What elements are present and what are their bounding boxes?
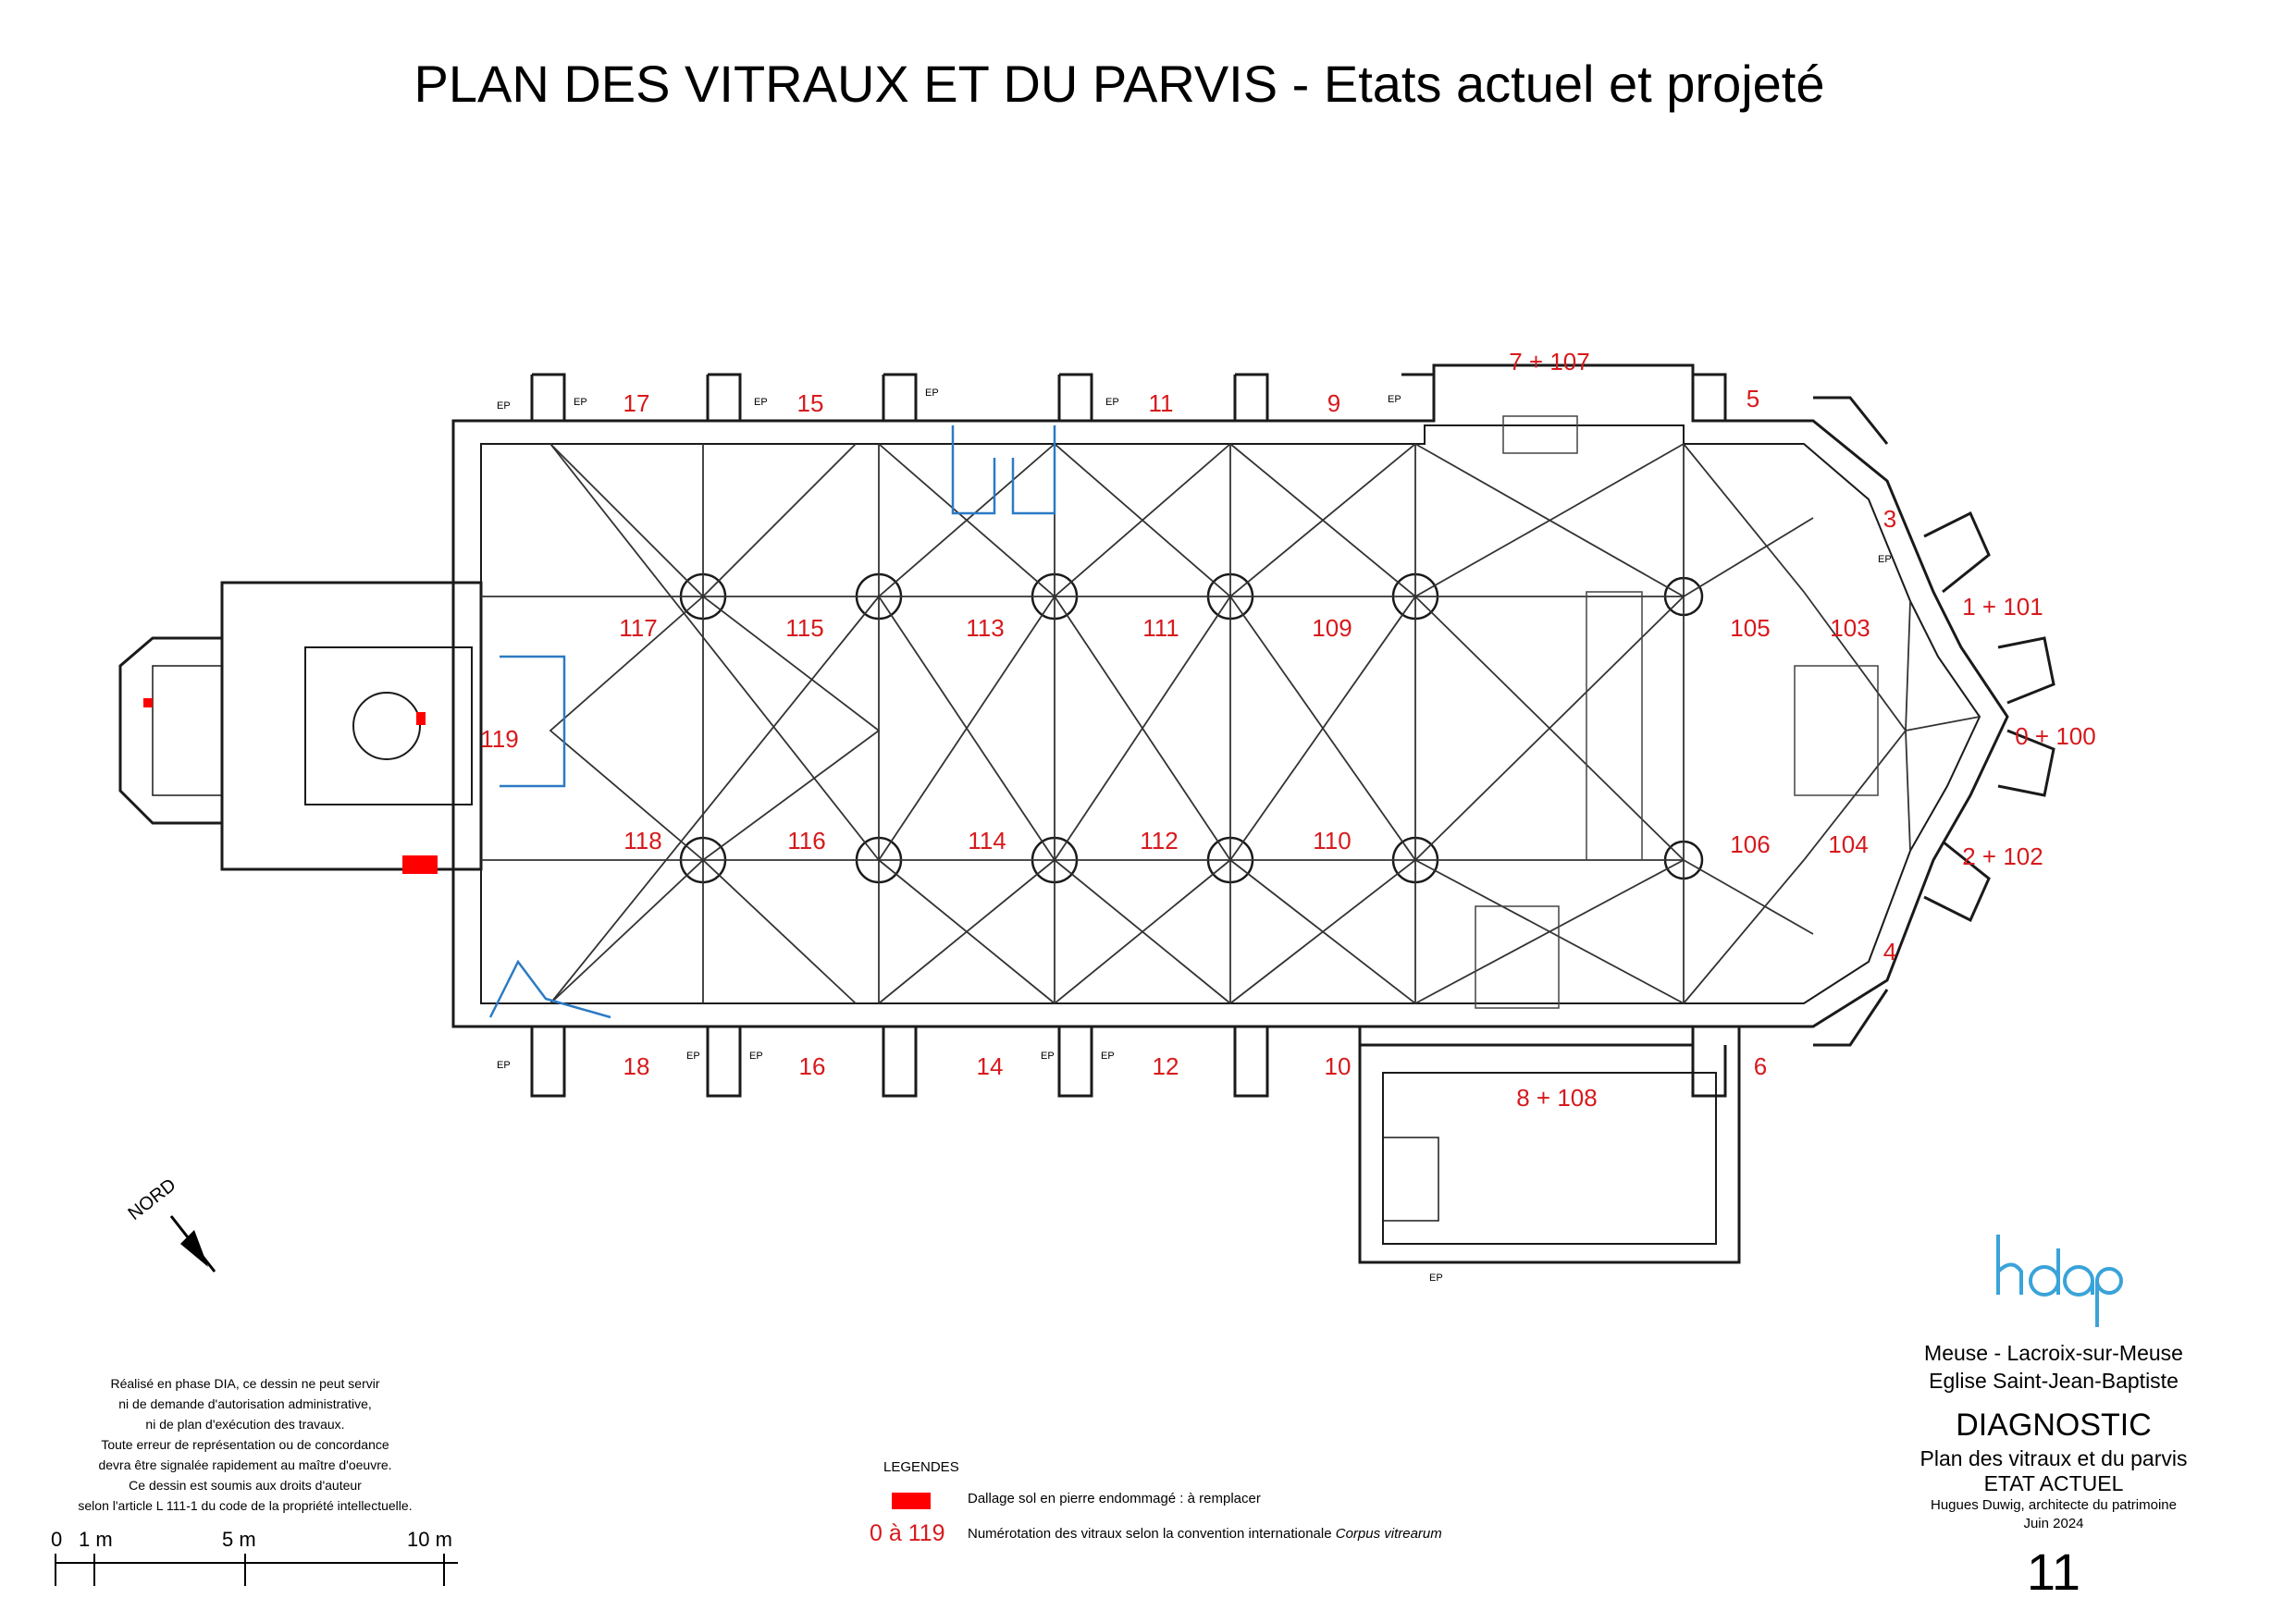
ep-marker: EP — [1429, 1273, 1443, 1284]
author: Hugues Duwig, architecte du patrimoine — [1931, 1497, 2177, 1513]
sacristy-wall — [1358, 1025, 1741, 1264]
window-number: 109 — [1312, 614, 1352, 642]
window-number: 1 + 101 — [1962, 593, 2043, 621]
ep-marker: EP — [1105, 397, 1119, 408]
tower-oculus — [352, 692, 421, 760]
window-number: 8 + 108 — [1516, 1084, 1597, 1112]
window-number: 7 + 107 — [1509, 348, 1589, 375]
window-number: 16 — [799, 1052, 826, 1080]
ep-marker: EP — [1101, 1051, 1115, 1062]
ep-marker: EP — [925, 387, 939, 399]
svg-text:10 m: 10 m — [407, 1528, 452, 1551]
window-number: 116 — [787, 827, 825, 855]
window-number: 106 — [1730, 830, 1770, 858]
ep-marker: EP — [749, 1051, 763, 1062]
window-number: 104 — [1828, 830, 1868, 858]
disclaimer: Réalisé en phase DIA, ce dessin ne peut … — [78, 1376, 413, 1513]
porch-paving — [152, 665, 223, 796]
drawing-state: ETAT ACTUEL — [1983, 1471, 2124, 1495]
window-number: 110 — [1313, 827, 1351, 855]
ep-marker: EP — [754, 397, 768, 408]
nave-inner-wall — [480, 424, 1981, 1004]
svg-text:0: 0 — [51, 1528, 62, 1551]
window-number: 14 — [977, 1052, 1004, 1080]
drawing-subtitle: Plan des vitraux et du parvis — [1920, 1446, 2188, 1470]
legend-damaged-paving: Dallage sol en pierre endommagé : à remp… — [968, 1491, 1261, 1506]
damaged-paving-tower — [416, 712, 426, 725]
sacristy-stair — [1382, 1137, 1439, 1222]
porch-wall — [118, 636, 222, 825]
window-number: 2 + 102 — [1962, 842, 2043, 870]
window-number: 119 — [480, 725, 518, 753]
legend-numbering: Numérotation des vitraux selon la conven… — [968, 1526, 1442, 1542]
window-number: 11 — [1149, 389, 1174, 417]
department: Meuse - Lacroix-sur-Meuse — [1924, 1341, 2183, 1365]
window-number: 18 — [623, 1052, 650, 1080]
damaged-paving-porch — [143, 698, 153, 707]
window-number: 6 — [1754, 1052, 1767, 1080]
window-number: 118 — [623, 827, 661, 855]
tower-wall — [220, 581, 483, 871]
date: Juin 2024 — [2023, 1516, 2084, 1531]
ep-marker: EP — [1388, 394, 1401, 405]
legend-damaged-swatch — [892, 1493, 931, 1509]
svg-text:1 m: 1 m — [79, 1528, 113, 1551]
ep-marker: EP — [1041, 1051, 1055, 1062]
ep-marker: EP — [574, 397, 587, 408]
window-number: 4 — [1883, 938, 1896, 965]
window-number: 0 + 100 — [2015, 722, 2095, 750]
legend-title: LEGENDES — [883, 1459, 959, 1475]
window-number: 5 — [1747, 385, 1759, 412]
window-number: 17 — [623, 389, 650, 417]
window-number: 111 — [1142, 614, 1179, 642]
ep-marker: EP — [686, 1051, 700, 1062]
page-title: PLAN DES VITRAUX ET DU PARVIS - Etats ac… — [414, 55, 1825, 113]
tower-inner — [304, 646, 473, 805]
window-number: 3 — [1883, 505, 1896, 533]
ep-marker: EP — [497, 1060, 511, 1071]
page-number: 11 — [2026, 1543, 2081, 1601]
window-number: 112 — [1140, 827, 1178, 855]
north-arrow: NORD — [125, 1174, 216, 1273]
phase: DIAGNOSTIC — [1956, 1408, 2152, 1443]
window-number: 15 — [797, 389, 824, 417]
window-number: 117 — [619, 614, 657, 642]
damaged-paving-stair — [402, 855, 438, 874]
window-number: 12 — [1153, 1052, 1179, 1080]
title-block: Meuse - Lacroix-sur-Meuse Eglise Saint-J… — [1869, 1339, 2239, 1602]
window-number: 113 — [966, 614, 1004, 642]
ep-marker: EP — [1878, 554, 1892, 565]
legend-window-range: 0 à 119 — [870, 1520, 945, 1546]
ep-marker: EP — [497, 400, 511, 412]
svg-text:5 m: 5 m — [222, 1528, 256, 1551]
window-number: 103 — [1830, 614, 1870, 642]
window-number: 105 — [1730, 614, 1770, 642]
window-number: 9 — [1327, 389, 1340, 417]
window-number: 114 — [968, 827, 1006, 855]
scale-bar: 0 1 m 5 m 10 m — [51, 1528, 458, 1586]
window-number: 10 — [1325, 1052, 1352, 1080]
hdap-logo — [1996, 1235, 2123, 1327]
church-name: Eglise Saint-Jean-Baptiste — [1929, 1369, 2179, 1393]
window-number: 115 — [785, 614, 823, 642]
